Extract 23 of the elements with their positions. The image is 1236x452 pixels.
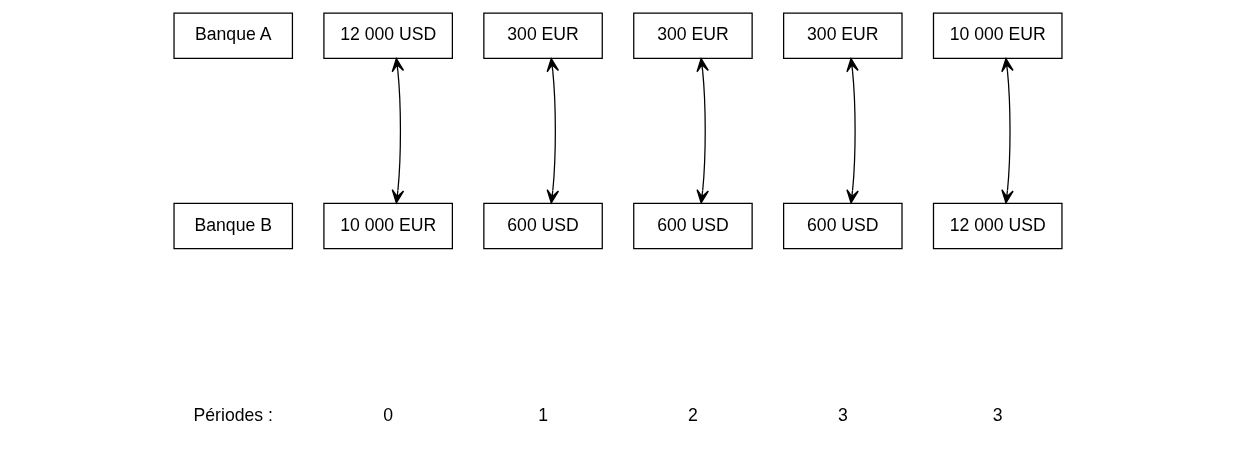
node-box: 600 USD xyxy=(483,202,603,250)
arrow xyxy=(846,57,859,204)
node-box: 300 EUR xyxy=(783,12,903,60)
label: 0 xyxy=(383,404,394,425)
node-box: 10 000 EUR xyxy=(932,12,1063,60)
arrow xyxy=(391,57,405,204)
label: 3 xyxy=(837,404,848,425)
arrow xyxy=(696,57,709,204)
node-box: 300 EUR xyxy=(633,12,753,60)
label: Périodes : xyxy=(193,404,273,425)
node-box: Banque B xyxy=(173,202,294,250)
label: 1 xyxy=(538,404,548,425)
label: 3 xyxy=(992,404,1003,425)
node-box: 12 000 USD xyxy=(323,12,453,60)
node-box: 12 000 USD xyxy=(932,202,1063,250)
node-box: Banque A xyxy=(173,12,294,60)
label: 2 xyxy=(688,404,698,425)
node-box: 10 000 EUR xyxy=(323,202,453,250)
arrow xyxy=(546,57,560,204)
node-box: 300 EUR xyxy=(483,12,603,60)
node-box: 600 USD xyxy=(783,202,903,250)
arrow xyxy=(1001,57,1014,204)
node-box: 600 USD xyxy=(633,202,753,250)
